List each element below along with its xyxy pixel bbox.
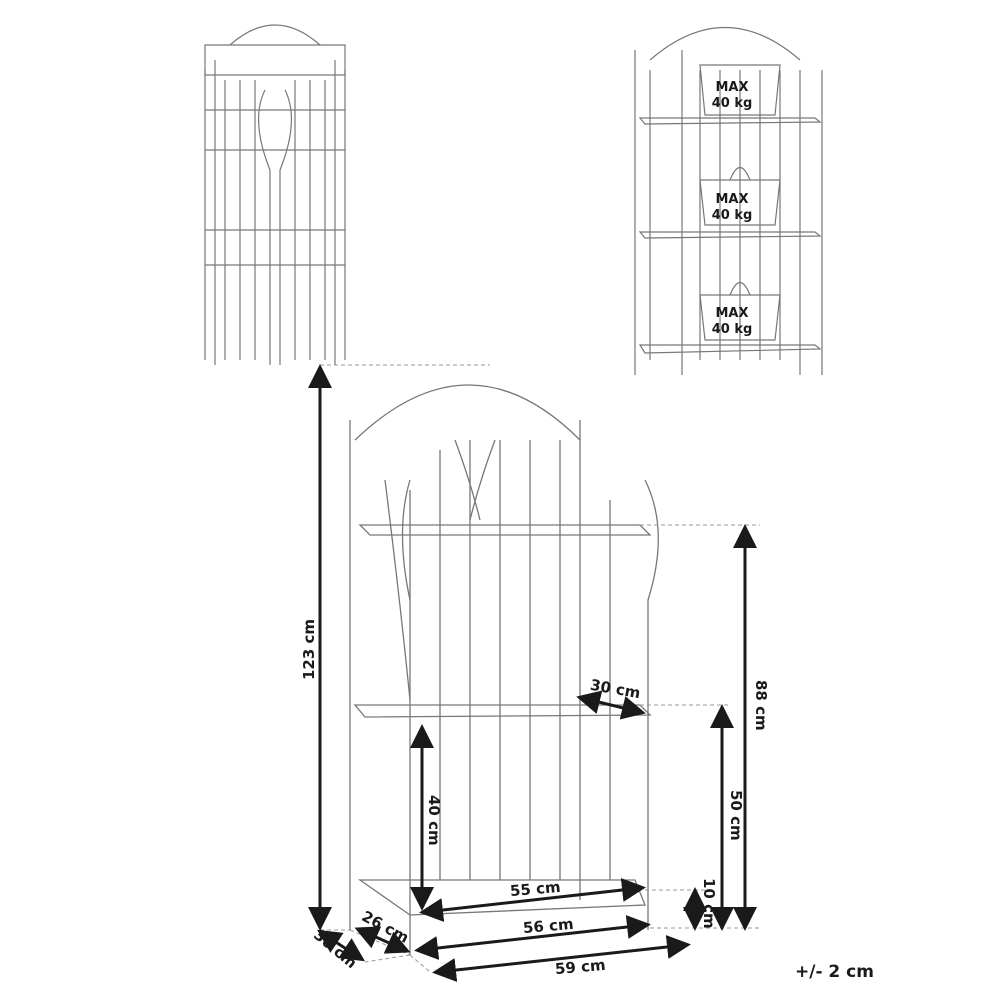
bottom-shelf-height-label: 10 cm (700, 878, 718, 929)
load-label-bottom: MAX 40 kg (702, 306, 762, 338)
load-label-middle: MAX 40 kg (702, 192, 762, 224)
middle-shelf-height-label: 50 cm (727, 790, 745, 841)
total-height-label: 123 cm (300, 618, 318, 680)
load-label-line2: 40 kg (711, 96, 753, 111)
shelf-gap-label: 40 cm (425, 795, 443, 846)
load-capacity-drawing (634, 26, 823, 375)
load-label-line1: MAX (715, 192, 749, 207)
main-shelf-drawing (349, 384, 659, 955)
load-label-line1: MAX (715, 306, 749, 321)
load-label-top: MAX 40 kg (702, 80, 762, 112)
tolerance-note: +/- 2 cm (795, 962, 874, 982)
load-label-line2: 40 kg (711, 208, 753, 223)
folded-shelf-drawing (204, 24, 346, 365)
top-shelf-height-label: 88 cm (752, 680, 770, 731)
load-label-line2: 40 kg (711, 322, 753, 337)
load-label-line1: MAX (715, 80, 749, 95)
